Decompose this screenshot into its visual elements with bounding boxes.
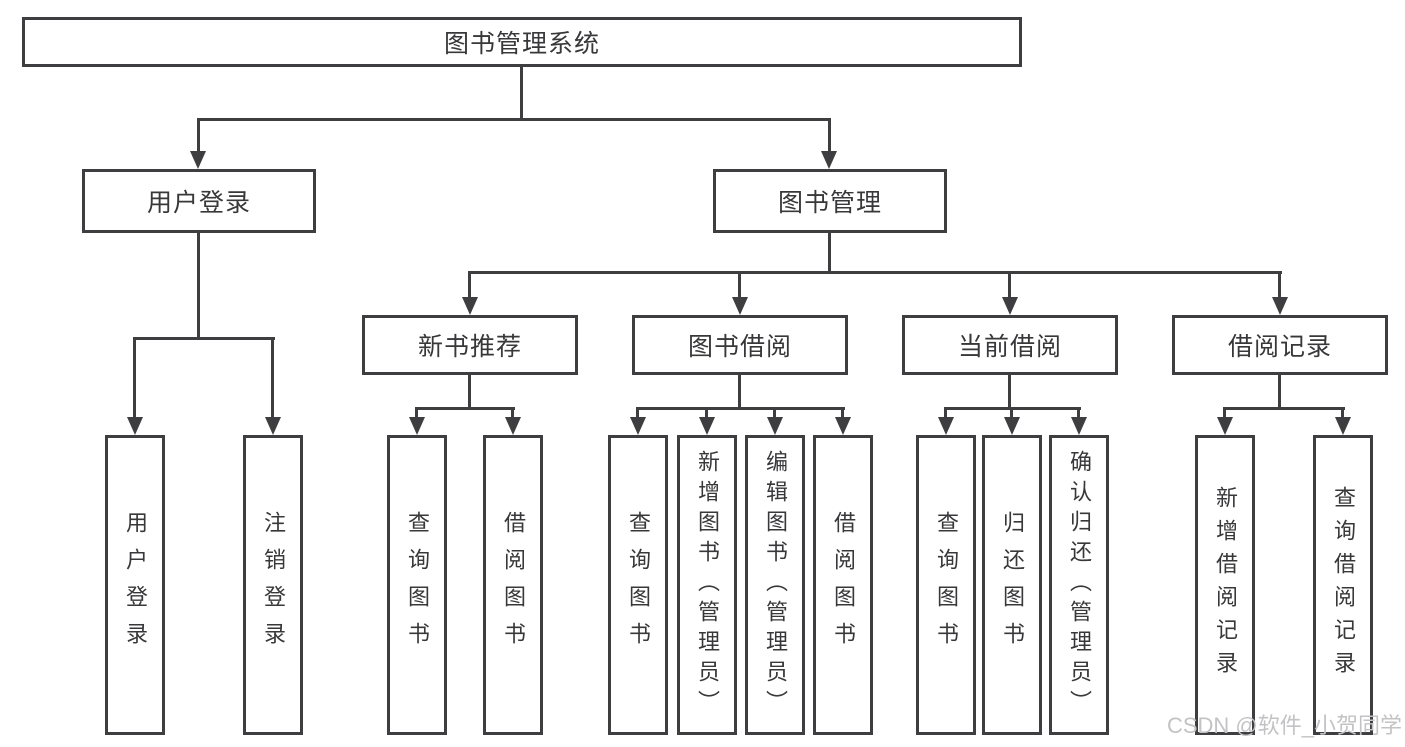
- leaf-bb-borrow-books: 借阅图书: [813, 435, 873, 735]
- leaf-label: 借阅图书: [831, 511, 856, 659]
- connector-to-nbr-query: [415, 407, 418, 417]
- leaf-user-login: 用户登录: [105, 435, 165, 735]
- leaf-label: 归还图书: [1000, 511, 1025, 659]
- connector-to-bb-add: [705, 407, 708, 417]
- node-label: 当前借阅: [957, 333, 1062, 361]
- leaf-label: 编辑图书（管理员）: [763, 450, 788, 720]
- leaf-cb-return-books: 归还图书: [982, 435, 1042, 735]
- arrow-down-icon: [732, 297, 748, 315]
- node-borrow-record: 借阅记录: [1172, 315, 1388, 375]
- connector-root-stem: [520, 67, 523, 118]
- arrow-down-icon: [409, 417, 425, 435]
- connector-to-cb-query: [944, 407, 947, 417]
- connector-to-new-book-recommend: [468, 271, 471, 297]
- leaf-bb-edit-books-admin: 编辑图书（管理员）: [745, 435, 805, 735]
- connector-to-user-login: [197, 118, 200, 153]
- connector-to-leaf-user-login: [133, 337, 136, 417]
- arrow-down-icon: [1272, 297, 1288, 315]
- node-user-login-group: 用户登录: [82, 169, 316, 233]
- node-label: 图书借阅: [687, 333, 792, 361]
- arrow-down-icon: [699, 417, 715, 435]
- leaf-bb-add-books-admin: 新增图书（管理员）: [677, 435, 737, 735]
- leaf-label: 注销登录: [261, 511, 286, 659]
- arrow-down-icon: [938, 417, 954, 435]
- csdn-watermark: CSDN @软件_小贺同学: [1166, 713, 1402, 738]
- connector-to-borrow-record: [1278, 271, 1281, 297]
- node-book-management: 图书管理: [713, 169, 947, 233]
- arrow-down-icon: [462, 297, 478, 315]
- leaf-cb-confirm-return-admin: 确认归还（管理员）: [1049, 435, 1109, 735]
- arrow-down-icon: [835, 417, 851, 435]
- arrow-down-icon: [1071, 417, 1087, 435]
- node-label: 借阅记录: [1227, 333, 1332, 361]
- connector-bb-hbar: [636, 407, 845, 410]
- node-label: 新书推荐: [417, 333, 522, 361]
- connector-br-hbar: [1223, 407, 1345, 410]
- connector-cb-stem: [1008, 375, 1011, 407]
- connector-to-br-add: [1223, 407, 1226, 417]
- arrow-down-icon: [265, 417, 281, 435]
- connector-user-login-stem: [197, 233, 200, 337]
- connector-book-mgmt-hbar: [468, 271, 1282, 274]
- connector-to-leaf-logout: [271, 337, 274, 417]
- leaf-label: 确认归还（管理员）: [1067, 450, 1092, 720]
- connector-to-book-borrow: [738, 271, 741, 297]
- leaf-label: 新增图书（管理员）: [695, 450, 720, 720]
- leaf-label: 借阅图书: [501, 511, 526, 659]
- arrow-down-icon: [190, 151, 206, 169]
- leaf-nbr-borrow-books: 借阅图书: [483, 435, 543, 735]
- arrow-down-icon: [505, 417, 521, 435]
- connector-br-stem: [1278, 375, 1281, 407]
- leaf-logout: 注销登录: [243, 435, 303, 735]
- node-current-borrow: 当前借阅: [902, 315, 1118, 375]
- leaf-br-add-record: 新增借阅记录: [1195, 435, 1255, 735]
- connector-to-bb-edit: [773, 407, 776, 417]
- connector-to-bb-query: [636, 407, 639, 417]
- leaf-nbr-query-books: 查询图书: [387, 435, 447, 735]
- node-label: 图书管理: [777, 189, 882, 217]
- arrow-down-icon: [767, 417, 783, 435]
- leaf-label: 查询借阅记录: [1331, 486, 1356, 684]
- connector-book-mgmt-stem: [828, 233, 831, 271]
- node-label: 用户登录: [146, 189, 251, 217]
- arrow-down-icon: [1335, 417, 1351, 435]
- arrow-down-icon: [127, 417, 143, 435]
- connector-to-book-management: [828, 118, 831, 153]
- node-library-management-system: 图书管理系统: [22, 17, 1022, 67]
- leaf-label: 用户登录: [123, 511, 148, 659]
- leaf-label: 新增借阅记录: [1213, 486, 1238, 684]
- leaf-label: 查询图书: [405, 511, 430, 659]
- leaf-bb-query-books: 查询图书: [608, 435, 668, 735]
- arrow-down-icon: [1004, 417, 1020, 435]
- connector-root-hbar: [197, 118, 831, 121]
- node-book-borrow: 图书借阅: [632, 315, 848, 375]
- connector-to-br-query: [1341, 407, 1344, 417]
- node-label: 图书管理系统: [443, 30, 600, 58]
- arrow-down-icon: [1217, 417, 1233, 435]
- leaf-cb-query-books: 查询图书: [916, 435, 976, 735]
- connector-nbr-stem: [468, 375, 471, 407]
- arrow-down-icon: [630, 417, 646, 435]
- arrow-down-icon: [821, 151, 837, 169]
- node-new-book-recommend: 新书推荐: [362, 315, 578, 375]
- connector-bb-stem: [738, 375, 741, 407]
- connector-to-current-borrow: [1008, 271, 1011, 297]
- connector-user-login-hbar: [133, 337, 275, 340]
- connector-to-cb-return: [1010, 407, 1013, 417]
- connector-to-cb-confirm: [1077, 407, 1080, 417]
- leaf-label: 查询图书: [934, 511, 959, 659]
- connector-nbr-hbar: [415, 407, 515, 410]
- connector-to-nbr-borrow: [511, 407, 514, 417]
- leaf-br-query-record: 查询借阅记录: [1313, 435, 1373, 735]
- connector-to-bb-borrow: [841, 407, 844, 417]
- leaf-label: 查询图书: [626, 511, 651, 659]
- arrow-down-icon: [1002, 297, 1018, 315]
